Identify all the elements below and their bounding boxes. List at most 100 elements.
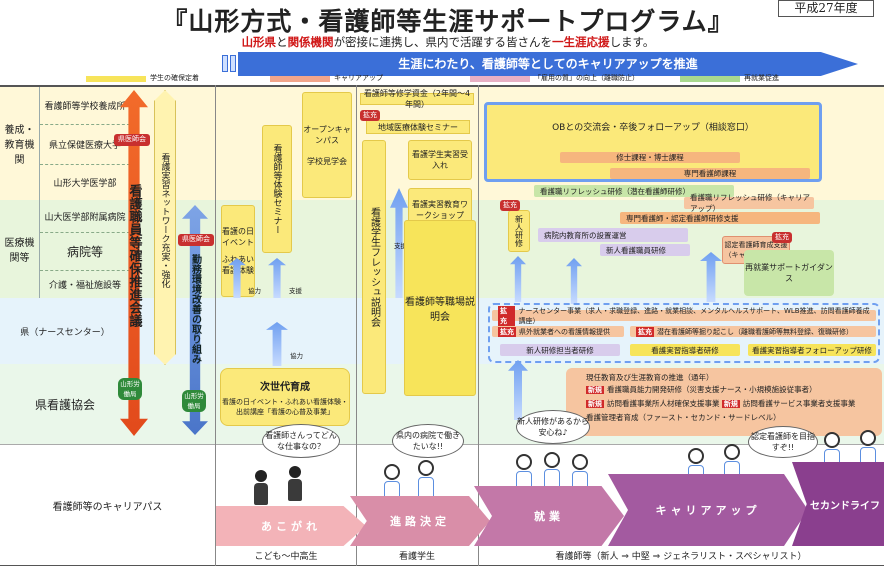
inst-yamadai: 山形大学医学部 [53, 179, 117, 189]
subtitle-and: と [276, 35, 288, 49]
path-shinro: 進路決定 [350, 496, 490, 546]
network-column [154, 90, 176, 365]
inst-kenritsu: 県立保健医療大学 [40, 125, 130, 165]
genshoku-text: 現任教育及び生涯教育の推進（通年） [586, 373, 714, 382]
box-shinjin: 新人研修 [508, 210, 530, 252]
legend-swatch-green [680, 76, 740, 82]
bar-shushi: 修士課程・博士課程 [560, 152, 740, 163]
tag-kakuju-1: 拡充 [360, 110, 380, 121]
person-child-1 [254, 470, 268, 505]
path-shugyo: 就業 [474, 486, 624, 546]
shien-label-2: 支援 [394, 242, 407, 250]
houmon2-text: 訪問看護サービス事業者支援事業 [742, 399, 856, 408]
houmon: 新規訪問看護事業所人材確保支援事業 新規訪問看護サービス事業者支援事業 [586, 398, 855, 409]
tag-kakuju-2: 拡充 [500, 200, 520, 211]
box-jisshu-ukeire: 看護学生実習受入れ [408, 140, 472, 180]
row-label-association: 県看護協会 [34, 397, 95, 412]
tag-kakuju-6: 拡充 [636, 326, 654, 337]
kanri-text: 看護管理者育成（ファースト・セカンド・サードレベル） [586, 413, 781, 422]
jisedai-title: 次世代育成 [260, 381, 310, 393]
box-shokuba-setsumeikai: 看護師等職場説明会 [404, 220, 476, 396]
stage-kodomo: こども〜中高生 [254, 552, 318, 562]
shien-label-1: 支援 [289, 287, 302, 295]
open-campus-text: オープンキャンパス [303, 124, 351, 145]
nurse-center-text: ナースセンター事業（求人・求職登録、進路・就業相談、メンタルヘルスサポート、WL… [518, 306, 870, 325]
tag-shinki-1: 新規 [586, 386, 604, 394]
inst-yamadai-hospital: 山大医学部附属病院 [40, 200, 130, 233]
box-taiken-seminar: 看護師等体験セミナー [262, 125, 292, 253]
kango-event-text: 看護の日イベント [222, 227, 254, 247]
bar-shinjin-tanto: 新人研修担当者研修 [500, 344, 620, 356]
subtitle-pref: 山形県 [241, 35, 277, 49]
path-second-life: セカンドライフ [792, 462, 884, 546]
bubble-3: 新人研修があるから安心ね♪ [516, 410, 590, 444]
row-label-education: 養成・教育機関 [0, 87, 40, 200]
legend-label-1: 学生の確保定着 [150, 74, 199, 82]
stage-gakusei: 看護学生 [398, 552, 435, 562]
bubble-1: 看護師さんってどんな仕事なの？ [262, 424, 340, 458]
row-label-prefecture: 県（ナースセンター） [20, 327, 110, 338]
nurse-center-frame [488, 303, 880, 363]
inst-schools: 看護師等学校養成所 [40, 87, 130, 125]
box-open-campus: オープンキャンパス学校見学会 [302, 92, 352, 198]
box-saishuugyo: 再就業サポートガイダンス [744, 250, 834, 296]
subtitle-end: します。 [609, 35, 655, 49]
tag-roudou-1: 山形労働局 [118, 378, 142, 400]
kyoryoku-label-2: 協力 [290, 352, 303, 360]
bar-refresh-2: 看護職リフレッシュ研修（キャリアアップ） [684, 193, 814, 213]
senzai-text: 潜在看護師等掘り起こし（離職看護師等無料登録、復職研修） [657, 327, 853, 336]
bar-jisshu-follow: 看護実習指導者フォローアップ研修 [748, 344, 876, 356]
career-banner-arrow: 生涯にわたり、看護師等としてのキャリアアップを推進 [238, 52, 858, 76]
fiscal-year-badge: 平成27年度 [778, 0, 874, 17]
row-label-medical: 医療機関等 [0, 200, 40, 298]
bar-kengai: 拡充県外就業者への看護情報提供 [492, 326, 624, 337]
inst-care: 介護・福祉施設等 [48, 281, 121, 291]
subtitle-mid: が密接に連携し、県内で活躍する皆さんを [333, 35, 553, 49]
bubble-4: 認定看護師を目指すぞ!! [748, 426, 818, 458]
person-child-2 [288, 466, 302, 501]
person-student-2 [418, 460, 434, 501]
bar-senmon-2: 専門看護師・認定看護師研修支援 [620, 212, 820, 224]
box-chiiki-seminar: 地域医療体験セミナー [366, 120, 470, 134]
legend-label-2: キャリアアップ [334, 74, 383, 82]
row-label-career-path: 看護師等のキャリアパス [52, 501, 163, 513]
bar-byoin-kan: 病院内教育所の設置運営 [538, 228, 688, 242]
school-visit-text: 学校見学会 [307, 156, 347, 166]
legend-label-4: 再就業促進 [744, 74, 779, 82]
tag-roudou-2: 山形労働局 [182, 390, 206, 412]
bar-shinjin-kenshu: 新人看護職員研修 [600, 244, 690, 256]
subtitle-support: 一生涯応援 [552, 35, 610, 49]
tag-shinki-2: 新規 [586, 400, 604, 408]
subtitle: 山形県と関係機関が密接に連携し、県内で活躍する皆さんを一生涯応援します。 [0, 34, 896, 50]
banner-square-2 [230, 55, 236, 72]
bar-nurse-center: 拡充ナースセンター事業（求人・求職登録、進路・就業相談、メンタルヘルスサポート、… [492, 305, 876, 326]
houmon-text: 訪問看護事業所人材確保支援事業 [607, 399, 720, 408]
kango-ikusei-text: 看護職員能力開発研修（災害支援ナース・小規模施設従事者） [607, 385, 817, 394]
page-title: 『山形方式・看護師等生涯サポートプログラム』 [162, 7, 734, 36]
tag-kakuju-3: 拡充 [772, 232, 792, 243]
legend-label-3: 「雇用の質」の向上（離職防止） [534, 74, 639, 82]
subtitle-orgs: 関係機関 [287, 35, 334, 49]
path-akogare: あこがれ [216, 506, 366, 546]
inst-hospitals: 病院等 [40, 233, 130, 271]
bar-jisshu-shidou: 看護実習指導者研修 [630, 344, 740, 356]
path-career-up: キャリアアップ [608, 474, 808, 546]
box-fresh-setsumeikai: 看護学生フレッシュ説明会 [362, 140, 386, 394]
kinmu-label: 勤務環境改善の取り組み [189, 254, 201, 364]
legend-swatch-salmon [270, 76, 330, 82]
divider-students [356, 85, 357, 566]
legend-swatch-yellow [86, 76, 146, 82]
banner-square-1 [222, 55, 228, 72]
jisedai-desc: 看護の日イベント・ふれあい看護体験・出前講座「看護の心普及事業」 [222, 397, 348, 416]
tag-ishikai-1: 県医師会 [114, 134, 150, 146]
kyoryoku-label-1: 協力 [248, 287, 261, 295]
box-shogakukin: 看護師等修学資金（2年間〜4年間） [360, 89, 474, 109]
stage-kangoshi: 看護師等（新人 ⇒ 中堅 ⇒ ジェネラリスト・スペシャリスト） [555, 552, 807, 562]
bar-senzai: 拡充潜在看護師等掘り起こし（離職看護師等無料登録、復職研修） [630, 326, 876, 337]
divider-nurses [478, 85, 479, 566]
bubble-2: 県内の病院で働きたいな!! [392, 424, 464, 458]
tag-kakuju-4: 拡充 [498, 305, 516, 326]
bar-senmon-1: 専門看護師課程 [610, 168, 810, 179]
box-ob: OBとの交流会・卒後フォローアップ（相談窓口） [552, 122, 754, 133]
kakuho-label: 看護職員等確保推進会議 [126, 183, 142, 327]
